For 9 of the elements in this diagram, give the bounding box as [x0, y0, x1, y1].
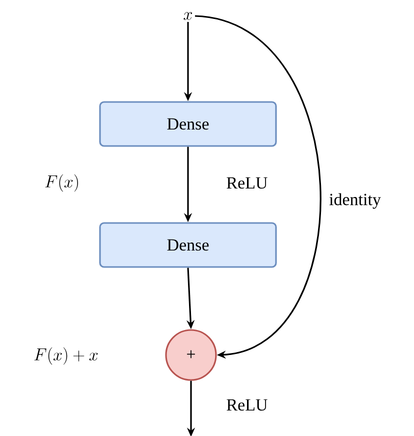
dense-layer-box: Dense	[99, 101, 277, 147]
dense-layer-box: Dense	[99, 222, 277, 268]
input-symbol: $x$	[184, 12, 192, 20]
edge-label: ReLU	[226, 399, 268, 411]
arrow	[194, 15, 322, 359]
edge-label: ReLU	[226, 177, 268, 189]
edge-label: identity	[327, 191, 383, 211]
formula-label: $F(x)+x$	[34, 347, 98, 365]
formula-label: $F(x)$	[45, 174, 78, 192]
